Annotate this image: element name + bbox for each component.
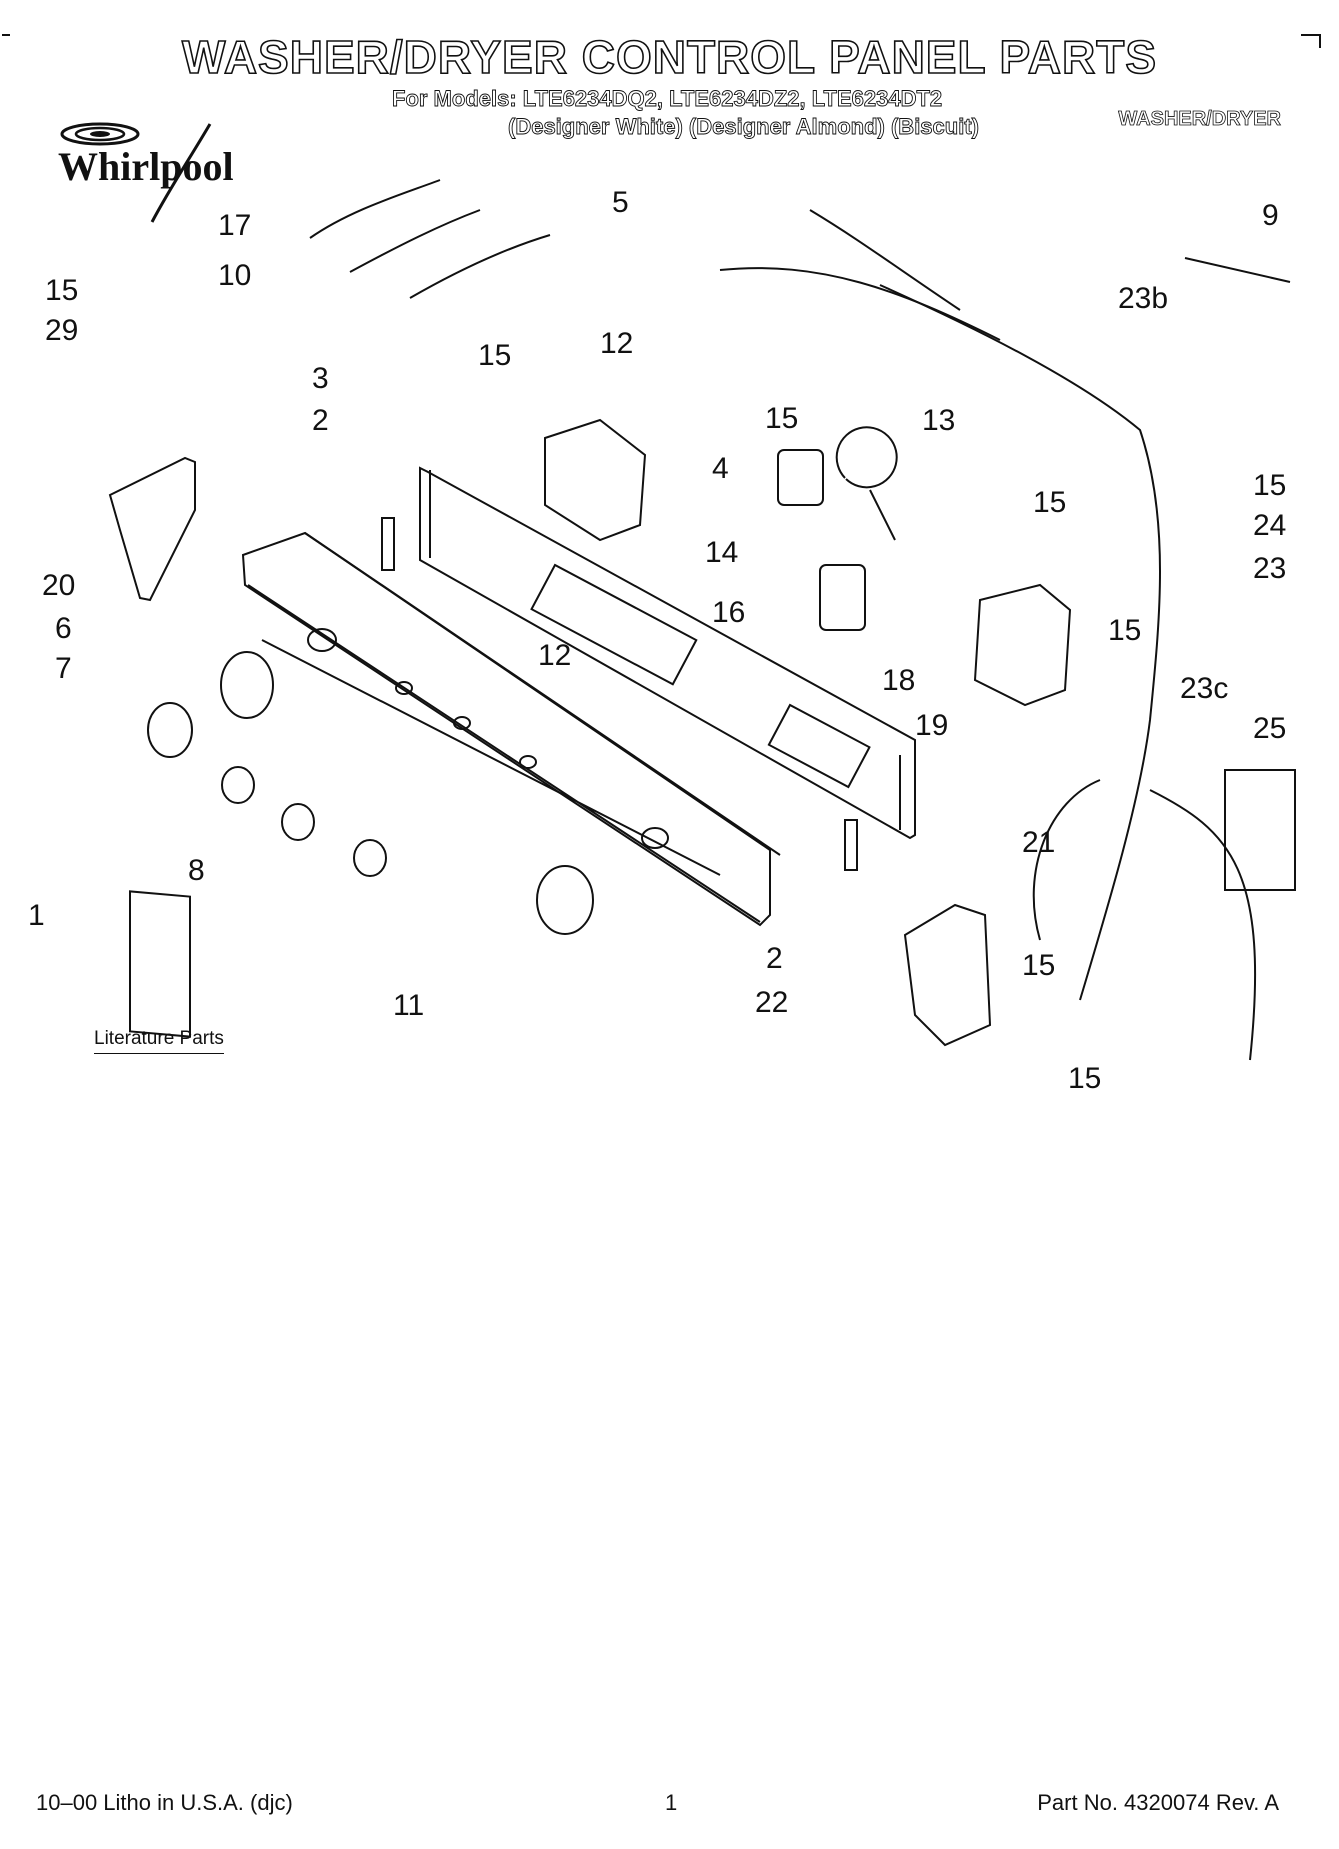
callout: 15 <box>1108 614 1141 647</box>
callout: 15 <box>1022 949 1055 982</box>
callout: 16 <box>712 596 745 629</box>
colors-line: (Designer White) (Designer Almond) (Bisc… <box>508 114 980 140</box>
console-hole <box>307 628 337 652</box>
callout: 13 <box>922 404 955 437</box>
category-label: WASHER/DRYER <box>1118 108 1281 131</box>
callout: 2 <box>766 942 783 975</box>
button-knob <box>353 839 387 877</box>
callout: 15 <box>45 274 78 307</box>
callout: 4 <box>712 452 729 485</box>
callout: 25 <box>1253 712 1286 745</box>
pressure-switch <box>835 426 898 541</box>
thermal-fuse-9 <box>1184 257 1291 283</box>
knob-ring <box>220 651 274 719</box>
literature-booklet <box>129 890 191 1038</box>
console-panel <box>241 531 771 927</box>
callout: 11 <box>393 989 424 1022</box>
callout: 22 <box>755 986 788 1019</box>
bracket-plate <box>419 466 916 840</box>
console-hole <box>395 681 413 695</box>
callout: 1 <box>28 899 45 932</box>
callout: 21 <box>1022 826 1055 859</box>
footer-page-number: 1 <box>665 1790 678 1815</box>
callout: 15 <box>1068 1062 1101 1095</box>
callout: 19 <box>915 709 948 742</box>
callout: 24 <box>1253 509 1286 542</box>
callout: 18 <box>882 664 915 697</box>
wire-harness <box>879 284 1161 1001</box>
exploded-parts-diagram: 17 10 5 9 15 29 12 15 3 2 15 4 13 23b 15… <box>28 179 1296 1095</box>
knob-7 <box>147 702 193 758</box>
page-title: WASHER/DRYER CONTROL PANEL PARTS <box>181 30 1158 84</box>
callout: 9 <box>1262 199 1279 232</box>
wire-5 <box>409 234 551 299</box>
cover-22 <box>903 903 992 1047</box>
switch-16 <box>819 564 866 631</box>
callout: 20 <box>42 569 75 602</box>
spacer-post <box>381 517 395 571</box>
callout: 8 <box>188 854 205 887</box>
callout: 7 <box>55 652 72 685</box>
timer-block <box>544 418 647 542</box>
console-hole <box>453 716 471 730</box>
console-hole <box>519 755 537 769</box>
callout: 23c <box>1180 672 1228 705</box>
callout: 15 <box>765 402 798 435</box>
rotary-switch <box>777 449 824 506</box>
crop-mark-left <box>2 34 10 48</box>
bracket-window <box>767 703 871 789</box>
spacer-post <box>844 819 858 871</box>
callout: 12 <box>538 639 571 672</box>
callout: 15 <box>1253 469 1286 502</box>
connector-23c <box>1224 769 1296 891</box>
callout: 2 <box>312 404 329 437</box>
callout: 12 <box>600 327 633 360</box>
crop-mark-right <box>1301 34 1321 48</box>
callout: 17 <box>218 209 251 242</box>
callout: 6 <box>55 612 72 645</box>
callout: 10 <box>218 259 251 292</box>
callout: 3 <box>312 362 329 395</box>
wire-17 <box>309 179 441 239</box>
callout: 15 <box>1033 486 1066 519</box>
wire-10 <box>349 209 481 273</box>
callout: 29 <box>45 314 78 347</box>
button-knob <box>281 803 315 841</box>
models-line: For Models: LTE6234DQ2, LTE6234DZ2, LTE6… <box>392 86 943 112</box>
brand-wordmark: Whirlpool <box>58 144 234 189</box>
dryer-timer <box>973 583 1072 707</box>
end-bracket <box>108 456 196 602</box>
callout: 5 <box>612 186 629 219</box>
callout: 14 <box>705 536 738 569</box>
footer-part-number: Part No. 4320074 Rev. A <box>1037 1790 1279 1815</box>
bracket-window <box>530 563 698 686</box>
whirlpool-logo: Whirlpool <box>58 122 234 223</box>
button-knob <box>221 766 255 804</box>
console-hole <box>641 827 669 849</box>
knob-11 <box>536 865 594 935</box>
callout: 15 <box>478 339 511 372</box>
footer-litho: 10–00 Litho in U.S.A. (djc) <box>36 1790 293 1815</box>
literature-parts-label: Literature Parts <box>94 1028 224 1054</box>
callout: 23 <box>1253 552 1286 585</box>
callout: 23b <box>1118 282 1168 315</box>
